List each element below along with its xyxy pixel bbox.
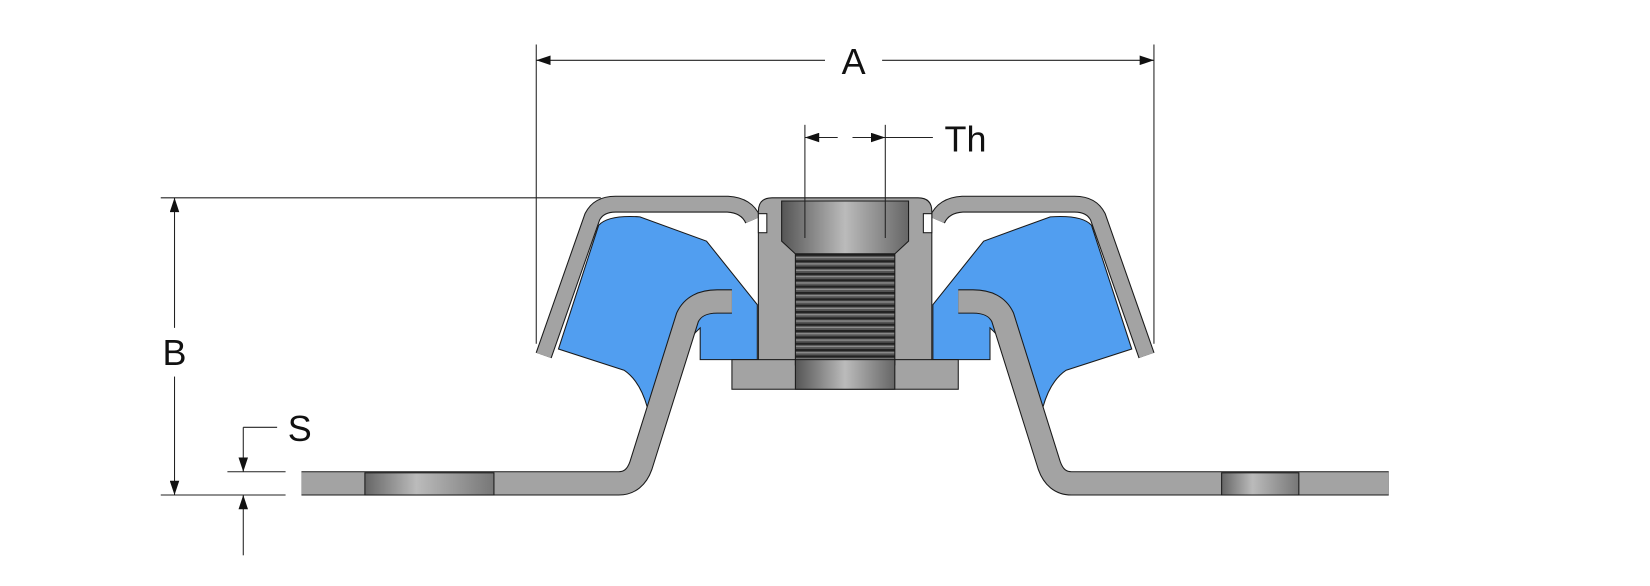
dimension-a: A: [535, 41, 1155, 344]
dimension-b-label: B: [163, 332, 187, 373]
threaded-hub: [731, 197, 959, 390]
base-bracket: [301, 289, 1389, 496]
dimension-s-label: S: [288, 408, 312, 449]
dimension-b: B: [160, 197, 601, 496]
dimension-th-label: Th: [945, 118, 987, 159]
dimension-th: Th: [804, 118, 987, 238]
mounting-hole-left: [364, 472, 495, 496]
dimension-s: S: [227, 408, 312, 556]
outer-cap: [535, 195, 1155, 359]
dimension-a-label: A: [842, 41, 866, 82]
mounting-hole-right: [1221, 472, 1300, 496]
thread-icon: [794, 253, 896, 366]
